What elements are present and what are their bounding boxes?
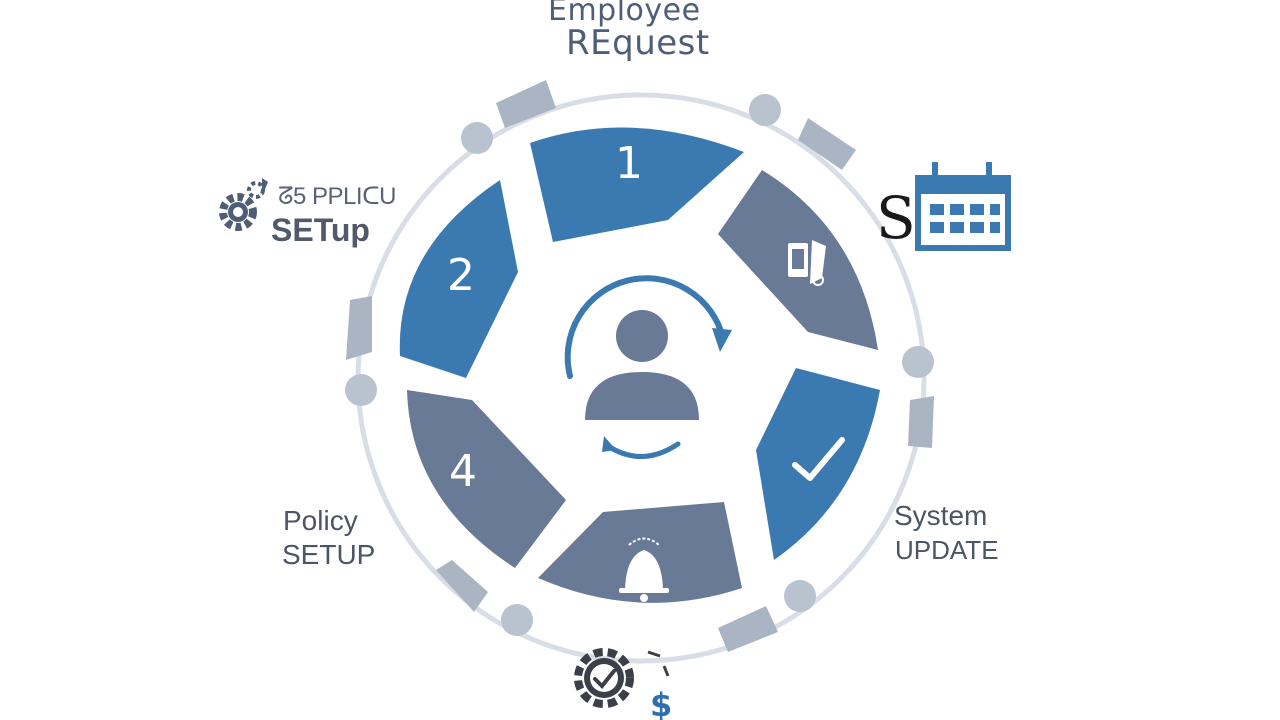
ring-block [436,560,488,612]
ring-node [749,94,781,126]
bell-icon [619,537,669,602]
user-refresh-icon [564,275,732,459]
dollar-icon: $ [650,686,672,720]
employee-label: Employee [548,0,701,28]
ring-block [496,80,556,128]
segment-1-number: 1 [615,138,643,189]
document-icon [788,240,826,286]
policy-setup-label: SETUP [282,539,376,570]
ring-node [902,346,934,378]
policy-label: Policy [283,505,358,536]
segment-4 [407,390,566,568]
ring-block [908,396,934,448]
ring-block [718,606,778,652]
setup-label: SETup [271,212,370,248]
calendar-icon [915,162,1011,251]
segment-2-number: 2 [447,250,475,301]
ring-block [346,296,372,360]
gear-icon [219,178,268,231]
gear-check-icon [574,648,670,708]
ring-node [461,122,493,154]
request-label: REquest [566,23,710,63]
segment-2 [399,180,518,378]
ring-block [798,118,856,170]
ring-node [784,580,816,612]
update-label: UPDATE [895,535,999,565]
segment-4-number: 4 [449,446,477,497]
segment-1 [530,127,744,242]
system-label: System [894,500,988,531]
application-label: ᘔ5 PPLIᑕU [278,183,396,210]
ring-node [345,374,377,406]
checkmark-icon [792,437,845,481]
ring-node [501,604,533,636]
s-symbol-icon: S [876,184,916,252]
